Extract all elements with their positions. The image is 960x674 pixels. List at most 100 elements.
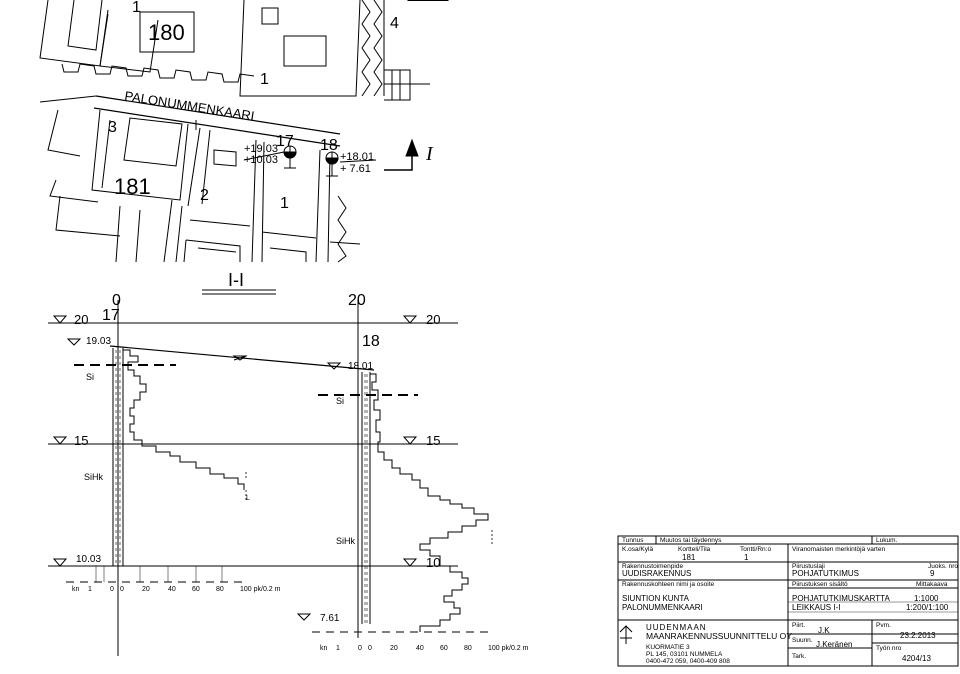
scale-value: 40: [168, 586, 176, 593]
label-juoks: Juoks. nro: [928, 563, 958, 570]
sounding-profile-18: [370, 373, 489, 632]
scale-value: 60: [192, 586, 200, 593]
section-title: I-I: [228, 270, 244, 290]
label-lukum: Lukum.: [876, 537, 898, 544]
company-name-line-1: UUDENMAAN: [646, 623, 707, 632]
distance-label-0: 0: [112, 292, 121, 309]
company-address-2: PL 145, 03101 NUMMELA: [646, 651, 723, 658]
mittakaava-value-2: 1:200/1:100: [906, 603, 949, 612]
lot-number: 3: [108, 119, 117, 136]
label-viranomaisten: Viranomaisten merkintöjä varten: [792, 546, 885, 553]
borehole-17-shaft: [112, 348, 124, 566]
scale-unit: kn: [72, 586, 80, 593]
company-address-3: 0400-472 059, 0400-409 808: [646, 658, 730, 665]
label-piirt: Piirt.: [792, 622, 805, 629]
label-tontti: Tontti/Rn:o: [740, 546, 771, 553]
scale-value: 0: [368, 645, 372, 652]
pvm-value: 23.2.2013: [900, 631, 936, 640]
section-title-underline: [202, 289, 276, 295]
label-suunn: Suunn.: [792, 637, 813, 644]
scale-value: 100 pk/0.2 m: [240, 586, 281, 593]
borehole-17-ground-level: 19.03: [86, 336, 111, 347]
borehole-18-ground-level: 18.01: [348, 361, 373, 372]
lot-number: 1: [132, 0, 141, 16]
lot-number: 4: [390, 15, 399, 32]
level-markers: [52, 315, 418, 621]
label-rakennustoimenpide: Rakennustoimenpide: [622, 563, 683, 570]
label-sisalto: Piirustuksen sisältö: [792, 581, 848, 588]
label-piirustuslaji: Piirustuslaji: [792, 563, 825, 570]
soil-type-label: SiHk: [84, 472, 104, 482]
label-pvm: Pvm.: [876, 622, 891, 629]
kohde-line-2: PALONUMMENKAARI: [622, 603, 703, 612]
scale-value: 20: [142, 586, 150, 593]
section-marker: I: [425, 143, 434, 165]
kortteli-value: 181: [682, 553, 696, 562]
scale-value: 60: [440, 645, 448, 652]
borehole-label-18: 18: [320, 137, 338, 154]
scale-value: 80: [216, 586, 224, 593]
tontti-value: 1: [744, 553, 749, 562]
label-kohde: Rakennuskohteen nimi ja osoite: [622, 581, 715, 588]
level-label-15: 15: [74, 433, 88, 448]
label-kosa: K.osa/Kylä: [622, 546, 653, 553]
label-tark: Tark.: [792, 653, 806, 660]
borehole-18-stop-elevation: + 7.61: [340, 163, 371, 175]
level-label-20: 20: [74, 312, 88, 327]
level-label-10: 10: [426, 555, 440, 570]
scale-value: 80: [464, 645, 472, 652]
borehole-label-17: 17: [276, 133, 294, 150]
piirustuslaji-value: POHJATUTKIMUS: [792, 569, 859, 578]
juoks-value: 9: [930, 569, 935, 578]
soil-type-label: Si: [336, 396, 344, 406]
scale-value: 20: [390, 645, 398, 652]
label-kortteli: Kortteli/Tila: [678, 546, 711, 553]
section-borehole-17: 17: [102, 307, 120, 324]
label-tyon-nro: Työn nro: [876, 645, 902, 652]
section-frame: [48, 300, 458, 656]
lot-number: 1: [280, 195, 289, 212]
block-number-180: 180: [148, 20, 185, 45]
scale-value: 100 pk/0.2 m: [488, 645, 529, 652]
scale-value: 0: [358, 645, 362, 652]
label-muutos: Muutos tai täydennys: [660, 537, 722, 544]
mittakaava-value-1: 1:1000: [914, 594, 939, 603]
lot-number: 1: [260, 71, 269, 88]
scale-unit: kn: [320, 645, 328, 652]
tyon-nro-value: 4204/13: [902, 654, 931, 663]
label-mittakaava: Mittakaava: [916, 581, 948, 588]
section-borehole-18: 18: [362, 333, 380, 350]
kohde-line-1: SIUNTION KUNTA: [622, 594, 690, 603]
borehole-18-shaft: [361, 372, 371, 624]
borehole-17-stop-elevation: +10.03: [244, 154, 278, 166]
scale-ticks: [95, 566, 223, 582]
level-label-15: 15: [426, 433, 440, 448]
company-address-1: KUORMATIE 3: [646, 644, 690, 651]
sisalto-line-1: POHJATUTKIMUSKARTTA: [792, 594, 890, 603]
borehole-17-stop-level: 10.03: [76, 554, 101, 565]
borehole-18-stop-level: 7.61: [320, 613, 340, 624]
scale-value: 0: [110, 586, 114, 593]
scale-value: 40: [416, 645, 424, 652]
distance-label-20: 20: [348, 292, 366, 309]
suunn-value: J.Keränen: [816, 640, 852, 649]
company-name-line-2: MAANRAKENNUSSUUNNITTELU OY: [646, 631, 792, 641]
stop-mark: L: [246, 495, 250, 502]
scale-value: 0: [120, 586, 124, 593]
scale-value: 1: [88, 586, 92, 593]
rakennustoimenpide-value: UUDISRAKENNUS: [622, 569, 691, 578]
force-scale-left: kn 1 0 0 20 40 60 80 100 pk/0.2 m: [72, 586, 281, 593]
piirt-value: J.K: [818, 626, 830, 635]
level-label-20: 20: [426, 312, 440, 327]
lot-number: 2: [200, 187, 209, 204]
label-tunnus: Tunnus: [622, 537, 644, 544]
block-number-181: 181: [114, 174, 151, 199]
soil-type-label: Si: [86, 372, 94, 382]
borehole-17-ground-elevation: +19.03: [244, 143, 278, 155]
sisalto-line-2: LEIKKAUS I-I: [792, 603, 840, 612]
street-name: PALONUMMENKAARI: [124, 88, 256, 123]
scale-value: 1: [336, 645, 340, 652]
site-plan-map: [39, 0, 449, 263]
borehole-18-ground-elevation: +18.01: [340, 151, 374, 163]
